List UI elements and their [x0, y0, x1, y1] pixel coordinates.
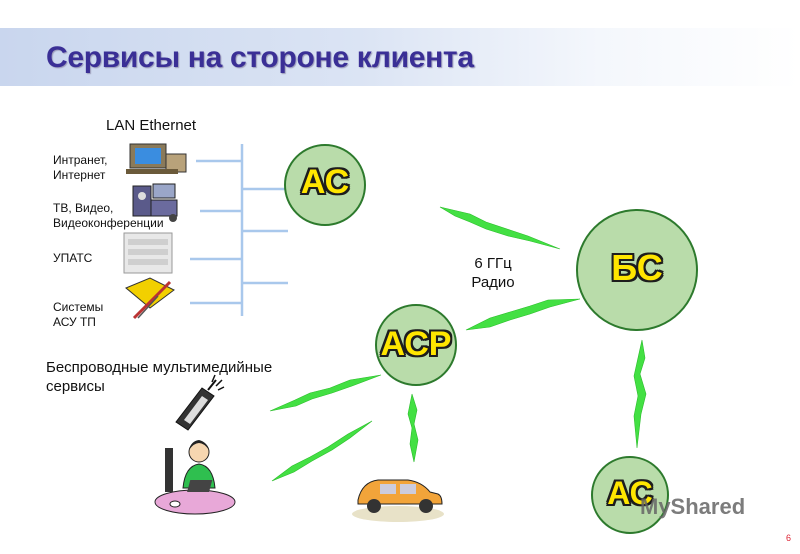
radio-link-bs-ac — [633, 339, 647, 449]
service-label-line1: УПАТС — [53, 251, 93, 265]
node-acr — [375, 304, 457, 386]
computer-icon — [126, 143, 187, 174]
node-circles — [284, 144, 698, 534]
radio-line1: 6 ГГц — [474, 255, 512, 272]
node-ac-top-label: АС — [300, 163, 350, 201]
page-number: 6 — [786, 533, 792, 543]
node-ac-bottom-label: АС — [607, 475, 653, 511]
node-ac-bottom — [591, 456, 669, 534]
node-bs-label: БС — [611, 247, 663, 288]
service-label-control: Системы АСУ ТП — [53, 300, 103, 330]
pbx-icon — [123, 232, 173, 274]
service-label-line1: Системы — [53, 300, 104, 314]
node-ac-top — [284, 144, 366, 226]
watermark: MyShared — [640, 494, 746, 519]
title-band — [0, 28, 800, 86]
service-label-line1: ТВ, Видео, — [53, 201, 114, 215]
service-label-video: ТВ, Видео, Видеоконференции — [53, 201, 164, 231]
radio-link-acr-phone — [269, 374, 382, 412]
service-label-pbx: УПАТС — [53, 251, 92, 266]
video-equipment-icon — [132, 183, 178, 222]
wireless-services-label: Беспроводные мультимедийные сервисы — [46, 358, 272, 396]
control-system-icon — [125, 277, 175, 320]
wireless-line2: сервисы — [46, 378, 105, 395]
mobile-phone-icon — [175, 374, 225, 431]
service-label-line2: Видеоконференции — [53, 216, 164, 230]
service-label-line1: Интранет, — [53, 153, 108, 167]
wireless-line1: Беспроводные мультимедийные — [46, 359, 273, 376]
service-label-line2: Интернет — [53, 168, 106, 182]
user-laptop-icon — [154, 440, 236, 515]
radio-link-ac-bs — [439, 206, 561, 250]
lan-bus — [190, 144, 288, 316]
radio-links — [269, 206, 647, 482]
service-label-line2: АСУ ТП — [53, 315, 96, 329]
node-acr-label: АСР — [380, 325, 452, 363]
radio-link-acr-car — [407, 393, 419, 463]
radio-line2: Радио — [471, 274, 515, 291]
service-label-intranet: Интранет, Интернет — [53, 153, 108, 183]
node-bs — [576, 209, 698, 331]
radio-label: 6 ГГц Радио — [462, 254, 524, 292]
car-icon — [352, 479, 444, 522]
lan-ethernet-label: LAN Ethernet — [106, 117, 197, 134]
radio-link-acr-user — [271, 420, 373, 482]
page-title: Сервисы на стороне клиента — [46, 41, 474, 74]
radio-link-acr-bs — [465, 298, 581, 331]
